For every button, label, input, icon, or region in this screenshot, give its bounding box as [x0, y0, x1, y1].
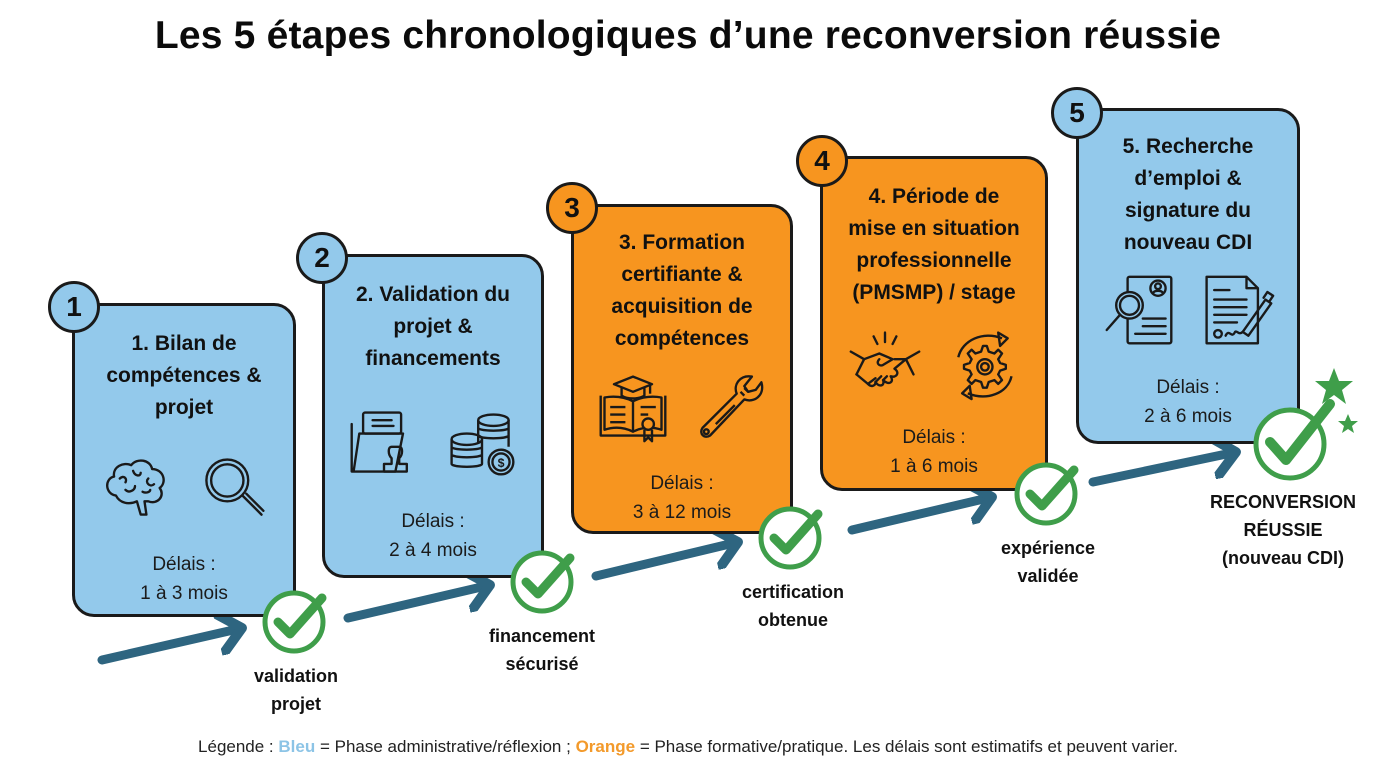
heading-line: 4. Période de	[868, 185, 1000, 208]
milestone-line: projet	[270, 694, 321, 714]
delay-value: 1 à 6 mois	[890, 456, 978, 477]
step-number-badge-2: 2	[296, 232, 348, 284]
step-number-badge-5: 5	[1051, 87, 1103, 139]
arrow-3	[591, 542, 738, 581]
step-number-badge-3: 3	[546, 182, 598, 234]
check-circle-icon	[262, 590, 327, 654]
legend-orange-word: Orange	[575, 737, 636, 756]
handshake-icon	[849, 331, 921, 388]
heading-line: signature du	[1124, 199, 1251, 222]
step-card-2: 2. Validation du projet & financements $…	[322, 254, 544, 578]
delay-value: 2 à 6 mois	[1144, 406, 1232, 427]
delay-label: Délais :	[152, 554, 216, 575]
milestone-label-3: certification obtenue	[703, 578, 883, 634]
heading-line: 1. Bilan de	[131, 332, 237, 355]
brain-icon	[106, 459, 165, 516]
heading-line: d’emploi &	[1134, 167, 1242, 190]
delay-label: Délais :	[401, 511, 465, 532]
legend-blue-text: = Phase administrative/réflexion ;	[315, 737, 576, 756]
magnifying-glass-icon	[205, 458, 265, 516]
milestone-line: RECONVERSION	[1209, 492, 1357, 512]
step-card-1: 1. Bilan de compétences & projet Délais …	[72, 303, 296, 617]
delay-value: 1 à 3 mois	[140, 583, 228, 604]
page-title: Les 5 étapes chronologiques d’une reconv…	[154, 14, 1222, 57]
heading-line: (PMSMP) / stage	[852, 281, 1016, 304]
milestone-line: expérience	[1000, 538, 1096, 558]
step-heading: 2. Validation du projet & financements	[325, 279, 541, 375]
arrow-2	[343, 585, 490, 623]
delay-value: 3 à 12 mois	[632, 502, 732, 523]
heading-line: mise en situation	[848, 217, 1020, 240]
heading-line: certifiante &	[621, 263, 743, 286]
heading-line: financements	[365, 347, 501, 370]
check-circle-icon	[758, 506, 823, 570]
arrow-1	[97, 628, 242, 665]
resume-search-icon	[1105, 275, 1173, 345]
check-circle-icon	[510, 550, 575, 614]
coins-dollar-icon: $	[450, 413, 515, 476]
milestone-label-2: financement sécurisé	[452, 622, 632, 678]
step-card-4: 4. Période de mise en situation professi…	[820, 156, 1048, 491]
milestone-line: financement	[488, 626, 596, 646]
heading-line: projet	[154, 396, 214, 419]
arrow-4	[847, 497, 992, 535]
milestone-line: validée	[1017, 566, 1079, 586]
milestone-line: certification	[741, 582, 845, 602]
gear-cycle-icon	[957, 331, 1013, 401]
milestone-line: (nouveau CDI)	[1221, 548, 1344, 568]
contract-sign-icon	[1205, 275, 1275, 345]
step-heading: 5. Recherche d’emploi & signature du nou…	[1079, 131, 1297, 259]
folder-stamp-icon	[350, 411, 408, 473]
milestone-line: validation	[253, 666, 338, 686]
heading-line: 2. Validation du	[355, 283, 511, 306]
step-heading: 4. Période de mise en situation professi…	[823, 181, 1045, 309]
milestone-line: RÉUSSIE	[1243, 520, 1323, 540]
step-number-badge-1: 1	[48, 281, 100, 333]
step-heading: 1. Bilan de compétences & projet	[75, 328, 293, 424]
milestone-label-4: expérience validée	[958, 534, 1138, 590]
svg-text:$: $	[498, 456, 505, 470]
heading-line: compétences &	[106, 364, 262, 387]
heading-line: professionnelle	[856, 249, 1012, 272]
check-circle-icon	[1014, 462, 1079, 526]
step-card-3: 3. Formation certifiante & acquisition d…	[571, 204, 793, 534]
heading-line: compétences	[614, 327, 750, 350]
legend-orange-text: = Phase formative/pratique. Les délais s…	[635, 737, 1178, 756]
heading-line: 3. Formation	[618, 231, 745, 254]
heading-line: projet &	[393, 315, 473, 338]
delay-label: Délais :	[1156, 377, 1220, 398]
milestone-line: obtenue	[758, 610, 828, 630]
wrench-icon	[700, 375, 764, 438]
arrow-5	[1088, 452, 1236, 487]
legend-blue-word: Bleu	[278, 737, 316, 756]
step-card-5: 5. Recherche d’emploi & signature du nou…	[1076, 108, 1300, 444]
delay-value: 2 à 4 mois	[389, 540, 477, 561]
milestone-line: sécurisé	[505, 654, 579, 674]
delay-label: Délais :	[902, 427, 966, 448]
legend-prefix: Légende :	[198, 737, 279, 756]
legend: Légende : Bleu = Phase administrative/ré…	[0, 737, 1376, 757]
heading-line: acquisition de	[611, 295, 753, 318]
heading-line: nouveau CDI	[1123, 231, 1253, 254]
diploma-book-icon	[599, 375, 667, 443]
step-number-badge-4: 4	[796, 135, 848, 187]
milestone-label-final: RECONVERSION RÉUSSIE (nouveau CDI)	[1193, 488, 1373, 572]
heading-line: 5. Recherche	[1122, 135, 1254, 158]
delay-label: Délais :	[650, 473, 714, 494]
success-check-stars-icon	[1253, 368, 1358, 481]
milestone-label-1: validation projet	[206, 662, 386, 718]
step-heading: 3. Formation certifiante & acquisition d…	[574, 227, 790, 355]
